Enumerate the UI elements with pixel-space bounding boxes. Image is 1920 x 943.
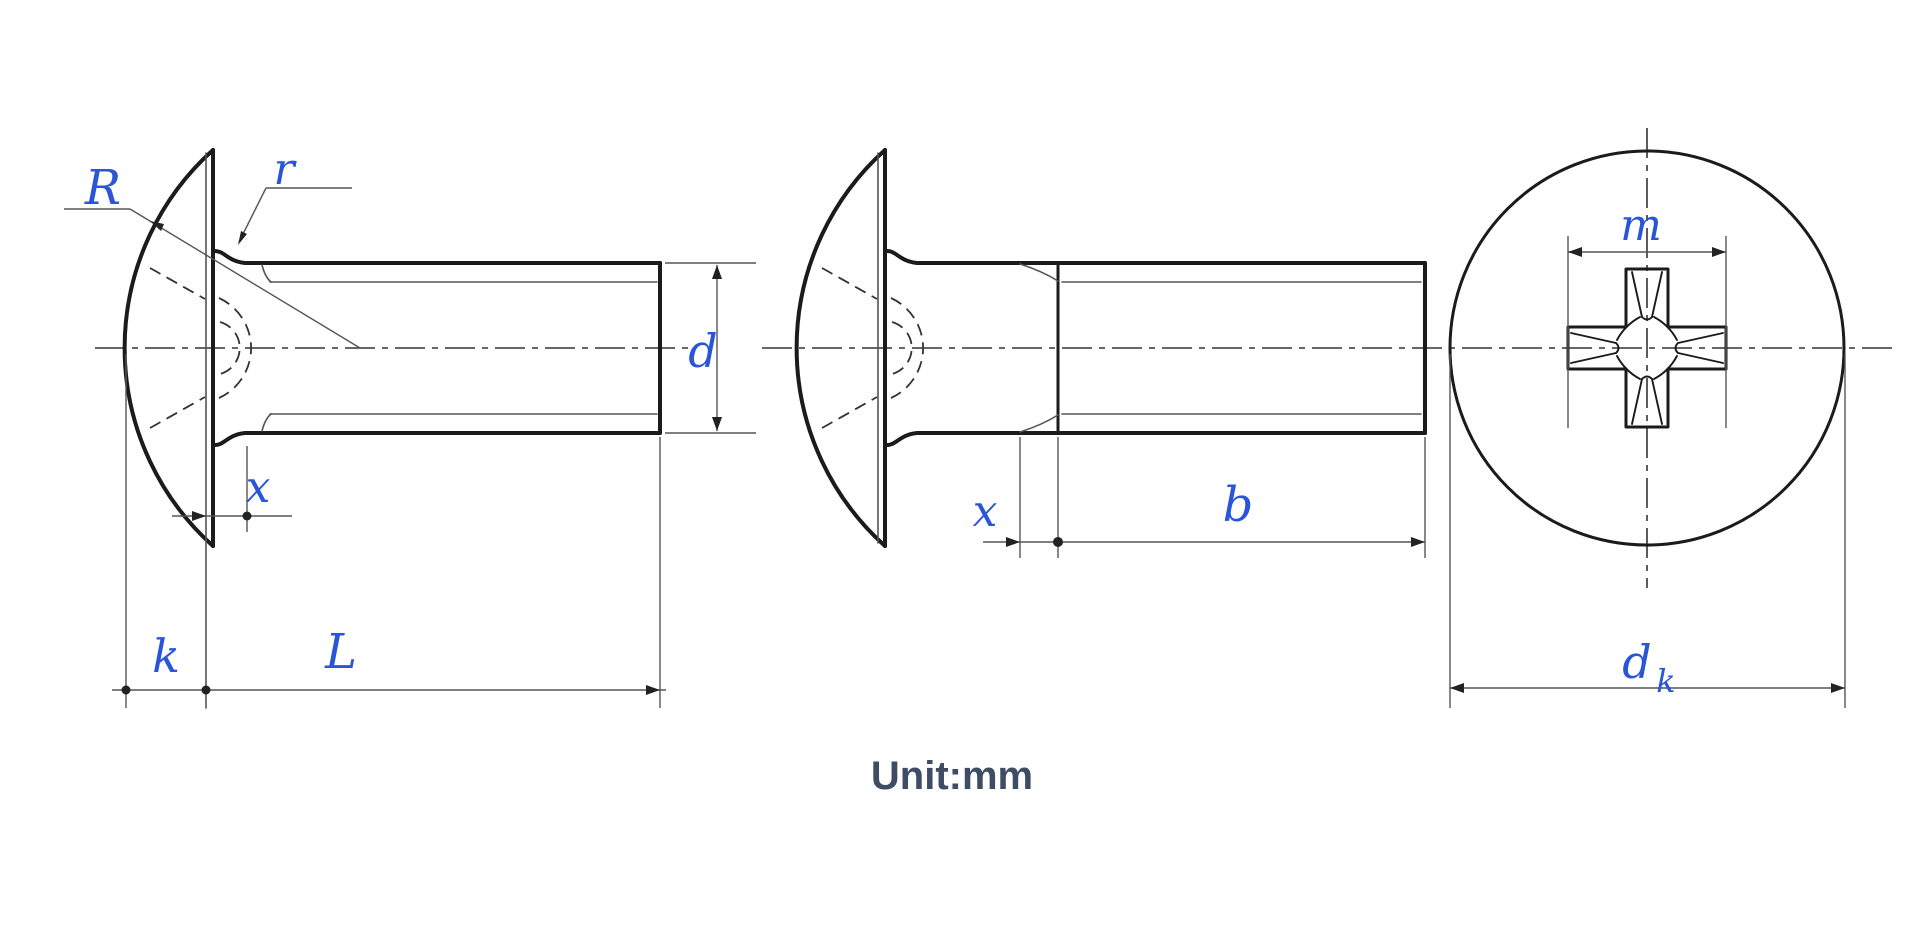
unit-note: Unit:mm [871,754,1033,798]
label-dk-subscript: k [1656,662,1675,700]
recess-wing-bottom-left [1616,355,1641,380]
arrowhead-L-right [646,685,660,695]
arrowhead-x2-left [1006,537,1020,547]
recess-taper-top-left [1631,271,1643,318]
label-L: L [324,624,357,680]
view1-hidden-recess-lines [149,267,252,429]
view1-hidden-recess-arc-small [219,321,241,375]
dot-x2-b-shared [1053,537,1063,547]
recess-taper-top-arc [1641,316,1653,321]
view3-dimensions [1449,236,1846,708]
recess-taper-bottom-left [1631,378,1643,425]
phillips-cross-details [1570,271,1724,425]
leader-R-radius-line [129,208,361,349]
recess-wing-top-right [1653,316,1678,341]
recess-wing-bottom-right [1653,355,1678,380]
label-b: b [1223,477,1254,533]
view1-thread-runout-top [261,264,272,283]
dot-x1 [242,511,252,521]
label-m: m [1620,200,1662,251]
view2-hidden-recess-arc-small [891,321,913,375]
arrowhead-b-right [1411,537,1425,547]
dot-k-right [201,685,211,695]
label-d: d [688,324,717,378]
view2-hidden-recess-lines [821,267,924,429]
view2-dimensions [983,437,1426,558]
view2-thread-runout-top [1019,263,1059,282]
view3-head-circle [1448,149,1846,547]
label-k: k [152,629,180,683]
recess-taper-right-arc [1674,342,1679,354]
arrowhead-x1-left [192,511,206,521]
view2-neck-bottom [883,431,936,448]
view3-terminators [1450,247,1845,693]
label-fillet-r: r [273,144,297,195]
arrowhead-d-top [712,265,722,279]
view2-outline [794,148,1427,548]
view1-outline [122,148,662,548]
view1-head-dome-arc [122,148,215,548]
view1-labels: R r x d k L [84,144,718,683]
recess-taper-right-top [1677,332,1724,344]
view2-neck-top [883,248,936,265]
view1-neck-bottom [211,431,264,448]
recess-wing-top-left [1616,316,1641,341]
label-dk-main: d [1622,635,1651,689]
view2-hidden-slot-lower [821,396,878,429]
arrowhead-dk-left [1450,683,1464,693]
view2-terminators [1006,537,1425,547]
arrowhead-m-right [1712,247,1726,257]
view1-thin-lines [205,152,658,709]
side-view-partial-thread: x b [794,148,1427,558]
arrowhead-R [150,221,164,231]
view1-neck-top [211,248,264,265]
front-view-head: m d k [1448,149,1846,708]
recess-taper-top-right [1651,271,1663,318]
centerlines [95,128,1892,588]
view2-hidden-recess-arc-large [890,297,924,399]
recess-taper-left-arc [1615,342,1620,354]
label-x1: x [246,462,271,513]
view1-hidden-slot-upper [149,267,206,300]
label-x2: x [973,486,998,537]
view1-thread-runout-bottom [261,413,272,432]
arrowhead-dk-right [1831,683,1845,693]
view2-hidden-slot-upper [821,267,878,300]
recess-taper-bottom-arc [1641,375,1653,380]
recess-taper-right-bottom [1677,352,1724,364]
view2-labels: x b [973,477,1254,537]
view1-hidden-recess-arc-large [218,297,252,399]
recess-taper-left-bottom [1570,352,1617,364]
view1-hidden-slot-lower [149,396,206,429]
arrowhead-m-left [1568,247,1582,257]
label-head-radius-R: R [84,160,121,216]
arrowhead-r [238,231,247,245]
recess-taper-left-top [1570,332,1617,344]
view2-thread-runout-bottom [1019,414,1059,433]
view2-thin-lines [877,152,1422,544]
view3-labels: m d k [1620,200,1676,700]
dot-k-left [121,685,131,695]
view2-head-dome-arc [794,148,887,548]
recess-taper-bottom-right [1651,378,1663,425]
side-view-full-thread: R r x d k L [64,144,756,709]
view1-terminators [121,221,722,695]
arrowhead-d-bottom [712,417,722,431]
